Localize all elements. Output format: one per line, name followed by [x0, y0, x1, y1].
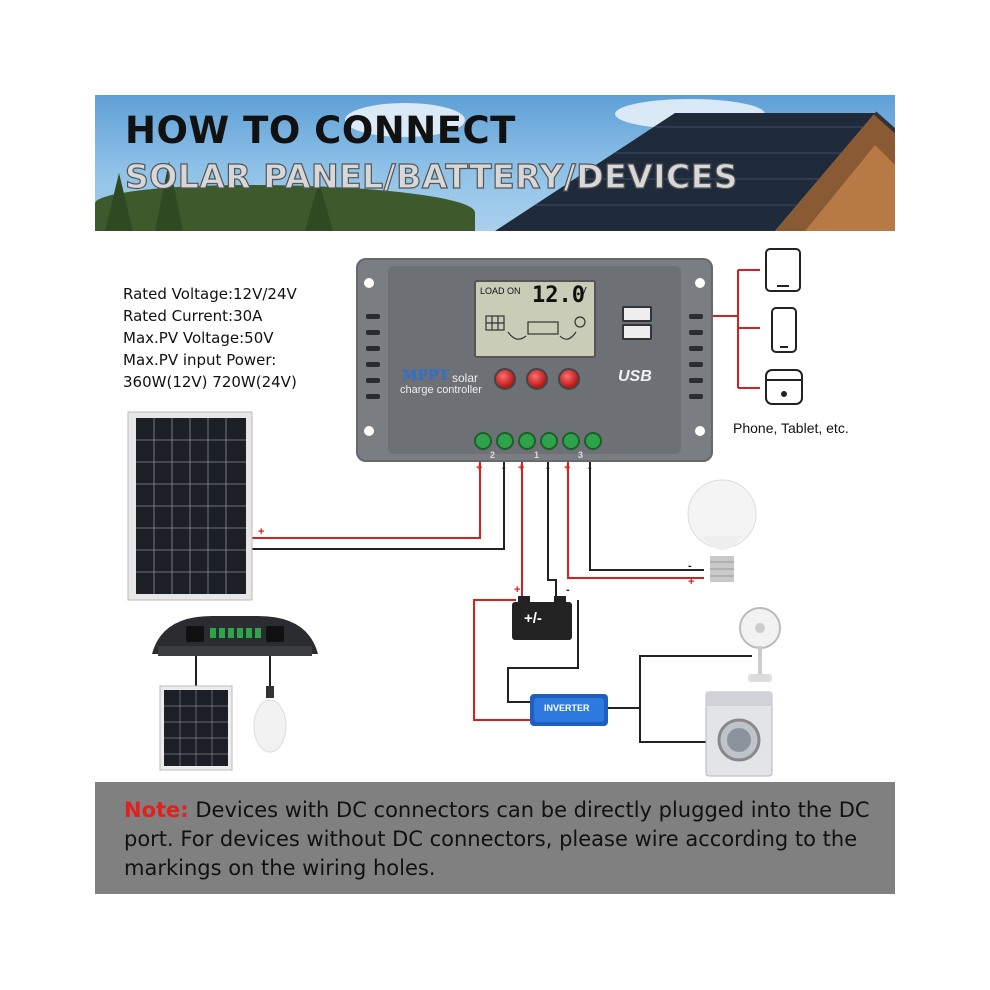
spec-rated-current: Rated Current:30A [123, 307, 263, 325]
light-bulb [687, 479, 757, 582]
inverter-label: INVERTER [544, 703, 590, 713]
tree [155, 161, 183, 231]
lcd-voltage-value: 12.0 [532, 283, 585, 308]
charge-controller: LOAD ON 12.0 V MPPT solar charge control… [356, 258, 713, 462]
terminal-number: 2 [490, 450, 496, 460]
inverter-positive-wire [473, 599, 532, 721]
note-box: Note: Devices with DC connectors can be … [95, 782, 895, 894]
mounting-hole [695, 426, 705, 436]
lcd-mode-text: LOAD ON [480, 286, 521, 296]
minus-label: - [502, 462, 506, 474]
note-body: Devices with DC connectors can be direct… [124, 798, 870, 880]
menu-button[interactable] [494, 368, 516, 390]
house-roof-illustration [495, 111, 895, 231]
device-box-icon [765, 369, 803, 405]
spec-rated-voltage: Rated Voltage:12V/24V [123, 285, 297, 303]
plus-label: + [564, 462, 571, 474]
inverter-negative-wire [507, 600, 579, 703]
pv-negative-wire [252, 462, 505, 550]
minus-label: - [546, 462, 550, 474]
mounting-hole [364, 426, 374, 436]
minus-label: - [566, 584, 570, 596]
mini-bulb [253, 686, 287, 753]
mounting-hole [695, 278, 705, 288]
ac-output-wire-fan [608, 655, 752, 709]
mounting-hole [364, 278, 374, 288]
battery-negative-terminal[interactable] [540, 432, 558, 450]
up-button[interactable] [526, 368, 548, 390]
pv-positive-wire [252, 462, 481, 539]
usb-port[interactable] [622, 324, 652, 340]
battery [512, 596, 572, 640]
note-text: Note: Devices with DC connectors can be … [124, 796, 884, 883]
battery-label: +/- [524, 610, 542, 627]
mini-controller [152, 616, 318, 656]
banner-title: HOW TO CONNECT [125, 109, 516, 152]
usb-logo: USB [618, 368, 652, 385]
battery-negative-wire [547, 462, 557, 596]
plus-label: + [258, 526, 265, 538]
banner-subtitle: SOLAR PANEL/BATTERY/DEVICES [124, 156, 739, 196]
load-positive-terminal[interactable] [562, 432, 580, 450]
load-negative-wire [589, 462, 704, 571]
spec-max-pv-voltage: Max.PV Voltage:50V [123, 329, 274, 347]
tablet-icon [765, 248, 801, 292]
load-positive-wire [567, 462, 704, 579]
header-banner: HOW TO CONNECT SOLAR PANEL/BATTERY/DEVIC… [95, 95, 895, 231]
note-label: Note: [124, 798, 189, 822]
desk-fan [739, 607, 781, 682]
pv-positive-terminal[interactable] [474, 432, 492, 450]
mini-solar-panel [159, 685, 233, 771]
plus-label: + [514, 584, 521, 596]
ac-output-wire-washer [639, 708, 708, 743]
battery-positive-terminal[interactable] [518, 432, 536, 450]
plus-label: + [688, 576, 695, 588]
phone-icon [771, 307, 797, 353]
cloud [345, 103, 465, 137]
tree [305, 181, 333, 231]
terminal-number: 3 [578, 450, 584, 460]
lcd-status-icons [485, 315, 586, 340]
load-negative-terminal[interactable] [584, 432, 602, 450]
lcd-voltage-unit: V [580, 286, 587, 297]
product-name: solar [452, 371, 479, 385]
plus-label: + [476, 462, 483, 474]
minus-label: - [688, 560, 692, 572]
plus-label: + [518, 462, 525, 474]
usb-port[interactable] [622, 306, 652, 322]
devices-caption: Phone, Tablet, etc. [733, 420, 849, 436]
inverter [530, 694, 608, 726]
minus-label: - [258, 543, 262, 555]
spec-max-pv-power-values: 360W(12V) 720W(24V) [123, 373, 297, 391]
minus-label: - [588, 462, 592, 474]
pv-negative-terminal[interactable] [496, 432, 514, 450]
spec-max-pv-power-label: Max.PV input Power: [123, 351, 277, 369]
tree [105, 173, 133, 231]
washing-machine [705, 691, 773, 777]
lcd-display: LOAD ON 12.0 V [474, 280, 596, 358]
product-subtitle: charge controller [400, 384, 482, 396]
set-button[interactable] [558, 368, 580, 390]
solar-panel [127, 411, 253, 601]
specs-list: Rated Voltage:12V/24V Rated Current:30A … [123, 283, 297, 393]
terminal-number: 1 [534, 450, 540, 460]
brand-logo: MPPT [402, 368, 449, 384]
